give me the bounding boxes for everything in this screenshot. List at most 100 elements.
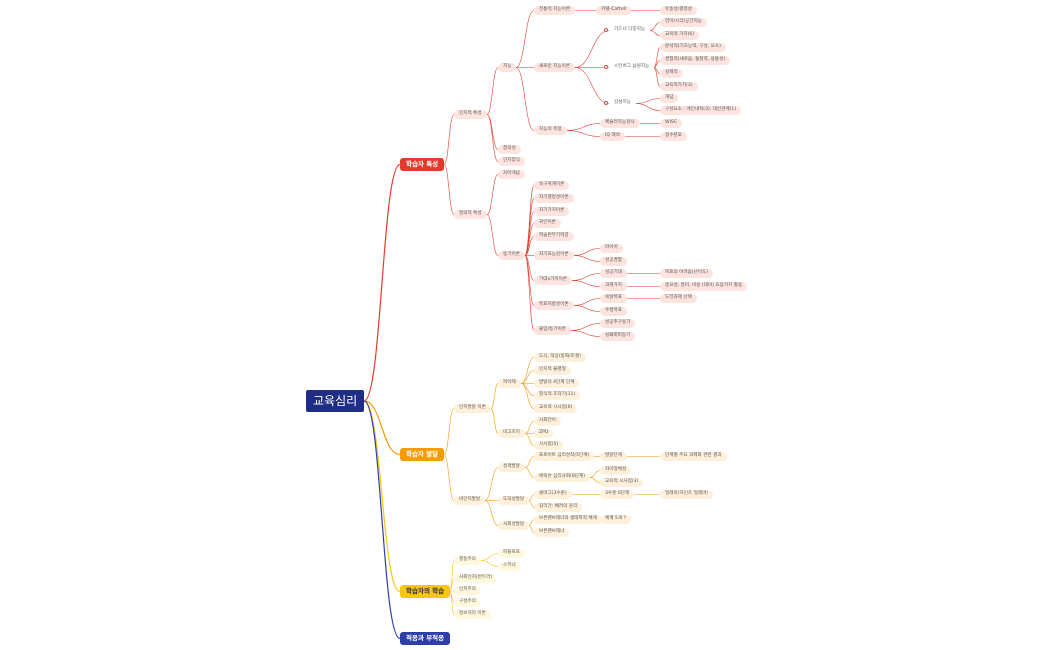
piaget-1[interactable]: 도식, 적응(동화/조절) [534,353,586,362]
flow-a[interactable]: 성공추구동기 [600,319,636,328]
erikson[interactable]: 에릭슨 심리사회(8단계) [534,473,591,482]
connector-35 [524,236,535,256]
intel-measurement[interactable]: 지능의 측정 [534,126,567,135]
fluid-crystallized[interactable]: 유동성/결정성 [660,6,697,15]
sternberg-a[interactable]: 분석적(기초능력, 구성, 요소) [660,43,726,52]
piaget[interactable]: 피아제 [498,379,521,388]
expectancy-b2[interactable]: 중요성, 흥미, 비용 (대비) 효용가치 활용 [660,282,748,291]
connector-17 [649,22,661,31]
wechsler-v[interactable]: WISC [660,119,683,128]
skinner[interactable]: 스키너 [498,562,521,571]
emotion-b[interactable]: 구성요소 : 개인내적(3), 대인관계(1) [660,106,742,115]
self-efficacy-b[interactable]: 성공경험 [600,257,627,266]
cognitive-style[interactable]: 인지양식 [498,157,525,166]
constructivism[interactable]: 구성주의 [454,598,481,607]
vygotsky-3[interactable]: 시사점(5) [534,441,564,450]
bronfenbrenner[interactable]: 브론펜브레너의 생태학적 체계 [534,515,602,524]
erikson-a[interactable]: 자아정체성 [600,466,632,475]
emotional-intel[interactable]: 감성지능 [614,100,631,105]
kohlberg-a[interactable]: 3수준 6단계 [600,490,635,499]
sternberg-c[interactable]: 실제적 [660,69,683,78]
cognitivism[interactable]: 인지주의 [454,586,481,595]
gardner-a[interactable]: 언어/시각/공간지능 [660,18,707,27]
connector-23 [635,98,661,104]
wechsler[interactable]: 웩슬러지능검사 [600,119,640,128]
iq[interactable]: IQ 해석 [600,132,625,141]
erikson-b[interactable]: 교육적 시사점(3) [600,478,644,487]
gilligan[interactable]: 길리건: 배려의 윤리 [534,503,583,512]
intelligence[interactable]: 지능 [498,63,517,72]
moral-dev[interactable]: 도덕성발달 [498,496,530,505]
motivation-theory[interactable]: 동기이론 [498,251,525,260]
branch-adaptation[interactable]: 적응과 부적응 [400,632,451,645]
connector-67 [524,467,535,478]
bronfenbrenner-a[interactable]: 체계 5개 ? [600,515,631,524]
motive-5[interactable]: 학습된무기력감 [534,232,574,241]
self-efficacy[interactable]: 자기효능감이론 [534,251,574,260]
piaget-5[interactable]: 교육적 시사점(6) [534,404,578,413]
motive-2[interactable]: 자기결정성이론 [534,194,574,203]
vygotsky[interactable]: 비고츠키 [498,429,525,438]
sternberg-marker-icon [604,65,608,69]
flow-theory[interactable]: 몰입/동기이론 [534,326,571,335]
emotion-a[interactable]: 개념 [660,94,679,103]
connector-9 [515,10,535,68]
freud-a2[interactable]: 단계별 주요 과제와 관련 결과 [660,452,727,461]
affective-traits[interactable]: 정의적 특성 [454,210,487,219]
cognitive-traits[interactable]: 인지적 특성 [454,110,487,119]
social-dev[interactable]: 사회성발달 [498,521,530,530]
connector-0 [363,163,401,402]
motive-4[interactable]: 귀인이론 [534,219,561,228]
behaviorism[interactable]: 행동주의 [454,556,481,565]
vygotsky-1[interactable]: 사회언어 [534,417,561,426]
personality-dev[interactable]: 성격발달 [498,463,525,472]
cognitive-dev-theory[interactable]: 인지발달 이론 [454,404,491,413]
kohlberg[interactable]: 콜버그(3수준) [534,490,572,499]
sternberg-d[interactable]: 교육적가치(3) [660,82,698,91]
bronfenbrenner-b[interactable]: 브론펜브레너 [534,528,570,537]
connector-56 [520,370,535,384]
sternberg[interactable]: 스턴버그 삼원지능 [614,64,650,69]
pavlov[interactable]: 파블로프 [498,549,525,558]
piaget-2[interactable]: 인지적 불평형 [534,366,571,375]
expectancy-a[interactable]: 성공기대 [600,269,627,278]
connector-18 [649,30,661,36]
gardner-b[interactable]: 교육적 가치(6) [660,31,700,40]
connector-16 [574,67,610,104]
gardner[interactable]: 가드너 다중지능 [614,27,646,32]
connector-7 [486,114,499,150]
info-processing[interactable]: 정보처리 이론 [454,610,491,619]
branch-learner-learning[interactable]: 학습자의 학습 [400,585,451,598]
new-intel-theory[interactable]: 새로운 지능이론 [534,63,576,72]
goal-a[interactable]: 숙달목표 [600,294,627,303]
freud[interactable]: 프로이트 심리성적(5단계) [534,452,595,461]
flow-b[interactable]: 실패회피동기 [600,332,636,341]
connector-19 [653,47,661,68]
motive-3[interactable]: 자기가치이론 [534,207,570,216]
vygotsky-2[interactable]: ZPD [534,429,554,438]
piaget-4[interactable]: 형식적 조작기(11) [534,391,581,400]
branch-learner-traits[interactable]: 학습자 특성 [400,158,445,171]
expectancy-a2[interactable]: 목표의 어려움(난이도) [660,269,714,278]
goal-a2[interactable]: 도전과제 선택 [660,294,697,303]
non-cognitive-dev[interactable]: 비인지발달 [454,496,486,505]
self-concept[interactable]: 자아개념 [498,170,525,179]
self-efficacy-a[interactable]: 마이어 [600,244,623,253]
sternberg-b[interactable]: 경험적(새로움, 통찰력, 융통성) [660,56,731,65]
creativity[interactable]: 창의성 [498,145,521,154]
freud-a[interactable]: 발달단계 [600,452,627,461]
goal-orientation[interactable]: 목표지향성이론 [534,301,574,310]
motive-1[interactable]: 욕구위계이론 [534,181,570,190]
traditional-intel-theory[interactable]: 전통적 지능이론 [534,6,576,15]
root-topic[interactable]: 교육심리 [306,390,365,412]
goal-b[interactable]: 수행목표 [600,307,627,316]
cattell[interactable]: 카텔-Cattell [596,6,632,15]
iq-v[interactable]: 점수분포 [660,132,687,141]
branch-learner-development[interactable]: 학습자 발달 [400,448,445,461]
expectancy-b[interactable]: 과제가치 [600,282,627,291]
social-cognitive[interactable]: 사회인지(반두라) [454,574,498,583]
kohlberg-a2[interactable]: 딜레마(하인츠 딜레마) [660,490,714,499]
expectancy-value[interactable]: 기대x가치이론 [534,276,573,285]
connector-24 [635,103,661,111]
piaget-3[interactable]: 발달의 4단계 단계 [534,379,580,388]
